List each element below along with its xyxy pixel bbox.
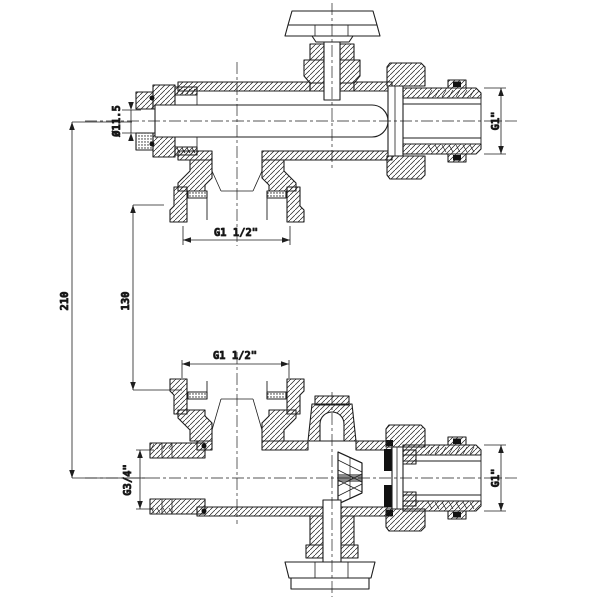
dim-center-distance-label: 210 [59,292,71,311]
bottom-branch-tee [169,378,305,442]
dim-bottom-branch-thread: G1 1/2" [181,350,290,378]
dim-face-distance: 130 [120,204,182,391]
top-outlet-thread [402,79,482,163]
top-inlet-fitting [135,84,198,158]
dim-bottom-outlet-label: G1" [490,469,502,488]
dim-inlet-bore-label: Ø11.5 [111,105,123,138]
gasket [266,391,287,400]
gasket [187,391,208,400]
dim-bottom-branch-label: G1 1/2" [213,350,257,362]
swivel-nut-wing [169,186,188,223]
o-ring-seal [201,508,207,514]
swivel-nut-wing [169,378,188,415]
bottom-inlet-fitting [149,442,207,515]
bottom-outlet-thread [402,436,482,520]
bottom-union-nut [385,424,426,532]
dim-bottom-inlet-label: G3/4" [122,464,134,496]
o-ring-seal [201,443,207,449]
bottom-handwheel [284,499,376,590]
swivel-nut-wing [286,186,305,223]
dimension-annotations: Ø11.5 210 130 G1 1/2" G1" [59,87,506,512]
dim-bottom-inlet-thread: G3/4" [122,449,154,510]
o-ring-seal [149,95,155,101]
gasket [187,190,208,199]
o-ring-seal [149,141,155,147]
strainer-screen [337,451,363,505]
dim-inlet-bore: Ø11.5 [111,102,141,141]
dim-top-outlet-label: G1" [490,112,502,131]
dim-top-branch-label: G1 1/2" [214,227,258,239]
dim-top-branch-thread: G1 1/2" [182,226,291,245]
top-valve-section [85,3,520,246]
gasket [266,190,287,199]
valve-stem [322,499,342,563]
top-handwheel [284,10,381,101]
dim-bottom-outlet-thread: G1" [484,444,506,512]
swivel-nut-wing [286,378,305,415]
dim-face-distance-label: 130 [120,292,132,311]
top-branch-tee [169,159,305,223]
dim-top-outlet-thread: G1" [484,87,506,155]
dim-center-distance: 210 [59,121,148,479]
bottom-valve-section [85,352,520,597]
